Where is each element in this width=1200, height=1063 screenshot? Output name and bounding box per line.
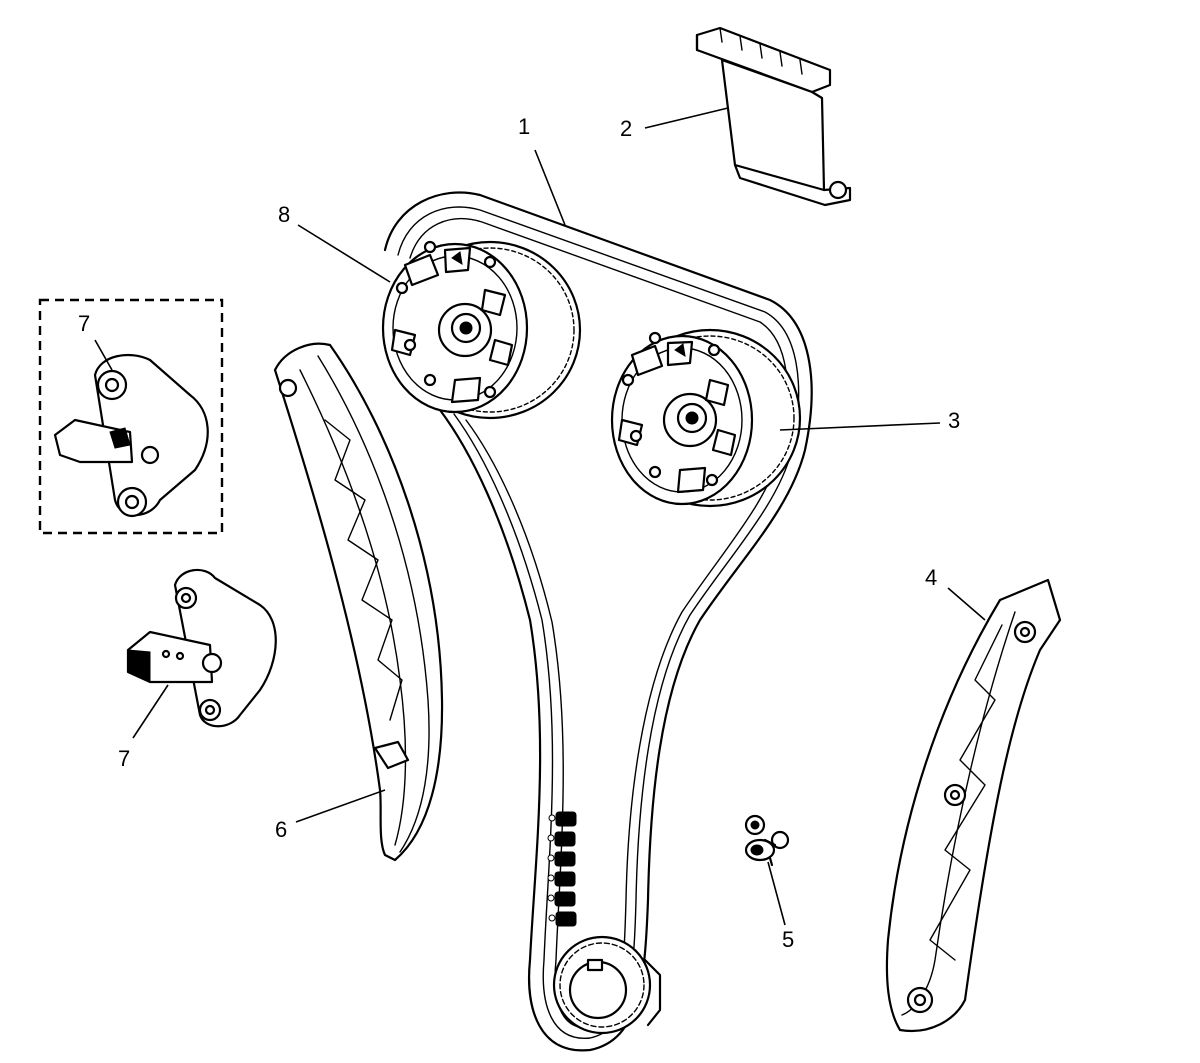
bolt-5 — [744, 814, 790, 867]
leader-6 — [295, 789, 386, 823]
tensioner-7 — [126, 568, 277, 728]
leader-5 — [767, 861, 786, 926]
camshaft-actuator-3 — [610, 328, 802, 508]
leader-4 — [947, 587, 986, 621]
leader-2 — [644, 107, 729, 129]
camshaft-actuator-8 — [381, 240, 582, 420]
leader-lines — [94, 107, 986, 926]
chain-guide-6 — [273, 342, 444, 862]
callout-3: 3 — [948, 408, 960, 433]
leader-3 — [779, 422, 941, 431]
leader-7a — [94, 339, 113, 371]
chain-links — [547, 811, 577, 927]
callout-7-boxed: 7 — [78, 311, 90, 336]
callout-6: 6 — [275, 817, 287, 842]
tensioner-7-boxed — [38, 298, 224, 535]
callout-2: 2 — [620, 116, 632, 141]
callout-8: 8 — [278, 202, 290, 227]
chain-guide-4 — [885, 578, 1062, 1033]
leader-8 — [297, 224, 391, 283]
callout-1: 1 — [518, 114, 530, 139]
leader-7b — [132, 684, 169, 739]
crankshaft-sprocket — [552, 935, 662, 1035]
callout-5: 5 — [782, 927, 794, 952]
callout-4: 4 — [925, 565, 937, 590]
leader-1 — [534, 149, 566, 226]
upper-chain-guide-2 — [695, 26, 852, 207]
callout-7: 7 — [118, 746, 130, 771]
callout-labels: 1 2 3 4 5 6 7 7 8 — [78, 114, 960, 952]
